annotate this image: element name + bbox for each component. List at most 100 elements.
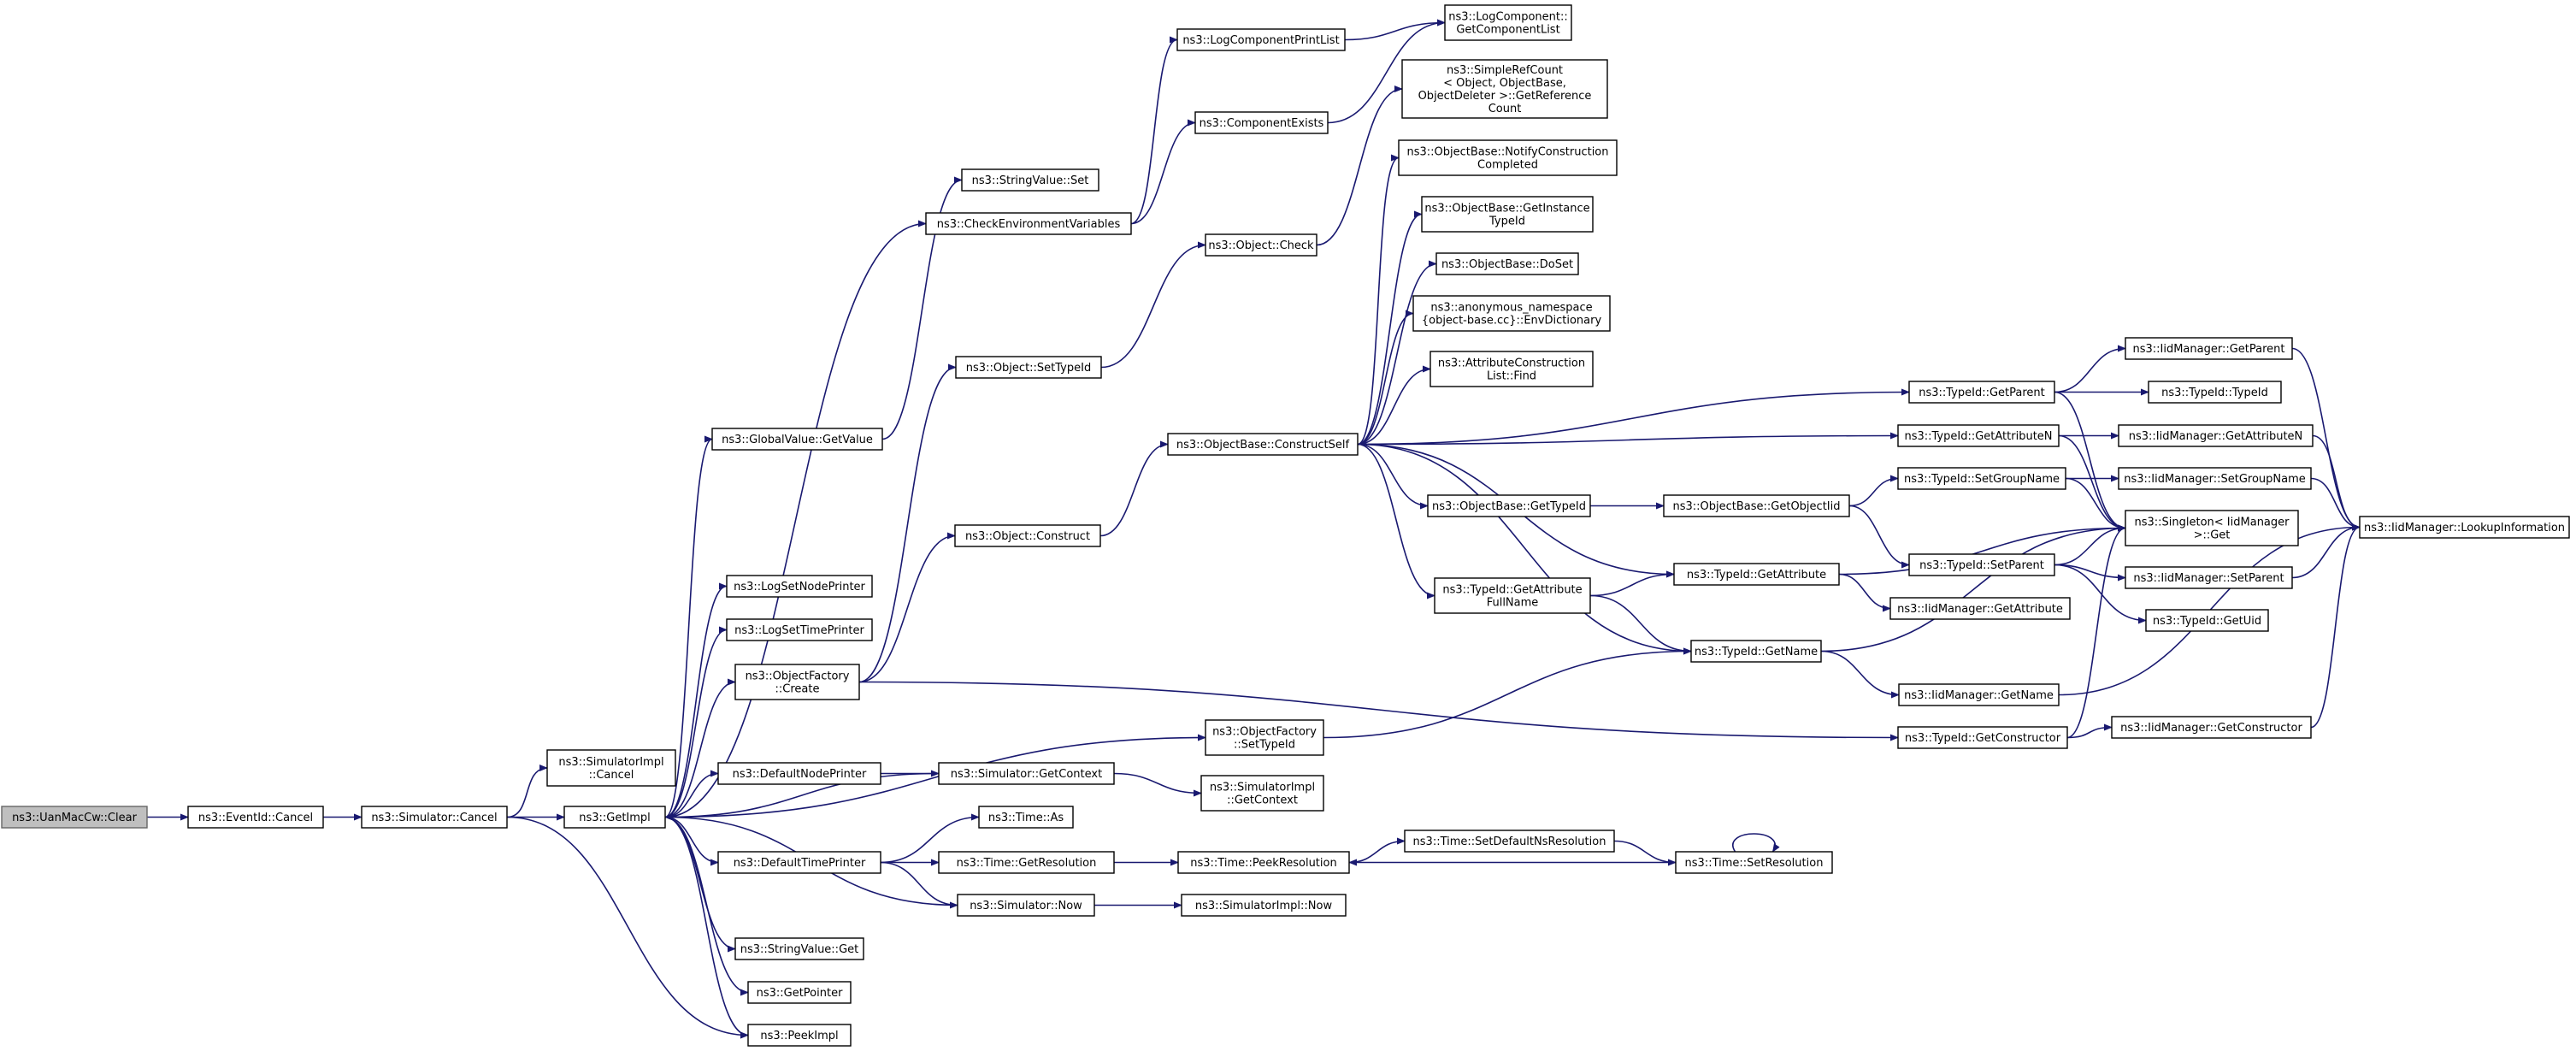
edge-sim-getcontext-to-simimpl-getcontext (1113, 772, 1202, 797)
node-box (978, 806, 1074, 829)
edge-time-setres-to-time-setres (1732, 833, 1780, 853)
node-ob-gettypeid[interactable]: ns3::ObjectBase::GetTypeId (1427, 494, 1591, 517)
node-tid-getparent[interactable]: ns3::TypeId::GetParent (1908, 381, 2055, 404)
node-box (938, 762, 1115, 785)
node-box (938, 851, 1115, 874)
edge-tid-getattrn-to-singleton-get (2058, 434, 2126, 532)
node-comp-exists[interactable]: ns3::ComponentExists (1194, 111, 1329, 134)
node-log-comp-getlist[interactable]: ns3::LogComponent::GetComponentList (1444, 4, 1572, 41)
node-time-setdefault[interactable]: ns3::Time::SetDefaultNsResolution (1404, 830, 1615, 853)
node-label: ns3::Time::SetDefaultNsResolution (1413, 835, 1606, 848)
node-iid-setgroupname[interactable]: ns3::IidManager::SetGroupName (2118, 467, 2312, 490)
node-clear[interactable]: ns3::UanMacCw::Clear (1, 806, 148, 829)
node-label: ns3::TypeId::SetGroupName (1904, 473, 2060, 486)
node-ob-notify[interactable]: ns3::ObjectBase::NotifyConstructionCompl… (1398, 139, 1618, 176)
node-simplerefcount[interactable]: ns3::SimpleRefCount< Object, ObjectBase,… (1401, 59, 1608, 119)
node-ob-getobjectiid[interactable]: ns3::ObjectBase::GetObjectIid (1663, 494, 1850, 517)
node-label: ns3::StringValue::Set (972, 174, 1089, 187)
node-iid-getparent[interactable]: ns3::IidManager::GetParent (2125, 337, 2293, 360)
node-stringvalue-get[interactable]: ns3::StringValue::Get (734, 937, 864, 960)
edge-ob-constructself-to-ob-getinstance (1357, 210, 1423, 446)
node-getimpl[interactable]: ns3::GetImpl (563, 806, 666, 829)
node-label: ns3::IidManager::GetConstructor (2120, 722, 2302, 735)
edge-ob-constructself-to-ob-notify (1357, 154, 1400, 446)
edge-tid-getattribute-to-singleton-get (1838, 524, 2126, 576)
node-label: ns3::Singleton< IidManager (2134, 517, 2290, 529)
node-box (925, 212, 1132, 235)
node-anon-envdict[interactable]: ns3::anonymous_namespace{object-base.cc}… (1412, 295, 1611, 332)
node-box (1663, 494, 1850, 517)
node-tid-setgroupname[interactable]: ns3::TypeId::SetGroupName (1897, 467, 2066, 490)
node-box (2145, 609, 2269, 632)
edge-ob-constructself-to-attr-list-find (1357, 365, 1431, 446)
node-label: ns3::TypeId::GetParent (1919, 387, 2045, 399)
edge-getimpl-to-of-settypeid (664, 734, 1206, 818)
node-obj-check[interactable]: ns3::Object::Check (1205, 233, 1317, 257)
node-simimpl-getcontext[interactable]: ns3::SimulatorImpl::GetContext (1200, 775, 1324, 812)
node-default-node-printer[interactable]: ns3::DefaultNodePrinter (717, 762, 881, 785)
node-log-set-time[interactable]: ns3::LogSetTimePrinter (726, 618, 873, 641)
node-obj-construct[interactable]: ns3::Object::Construct (954, 524, 1101, 547)
edge-getimpl-to-log-set-node (664, 582, 728, 818)
node-obj-settypeid[interactable]: ns3::Object::SetTypeId (955, 356, 1102, 379)
node-stringvalue-set[interactable]: ns3::StringValue::Set (961, 168, 1099, 192)
node-tid-typeid[interactable]: ns3::TypeId::TypeId (2148, 381, 2282, 404)
node-log-comp-printlist[interactable]: ns3::LogComponentPrintList (1176, 28, 1346, 51)
node-iid-getattrn[interactable]: ns3::IidManager::GetAttributeN (2118, 424, 2314, 447)
node-tid-getconstructor[interactable]: ns3::TypeId::GetConstructor (1897, 726, 2068, 749)
node-label: ns3::ComponentExists (1200, 117, 1324, 130)
edge-of-create-to-tid-getconstructor (858, 681, 1899, 741)
node-iid-getattribute[interactable]: ns3::IidManager::GetAttribute (1889, 597, 2071, 620)
node-sim-cancel[interactable]: ns3::Simulator::Cancel (361, 806, 508, 829)
node-of-create[interactable]: ns3::ObjectFactory::Create (734, 664, 860, 700)
node-box (717, 851, 881, 874)
node-tid-setparent[interactable]: ns3::TypeId::SetParent (1908, 553, 2055, 576)
node-box (1898, 683, 2060, 706)
node-getpointer[interactable]: ns3::GetPointer (747, 981, 852, 1004)
node-gv-getvalue[interactable]: ns3::GlobalValue::GetValue (711, 428, 883, 451)
node-iid-setparent[interactable]: ns3::IidManager::SetParent (2125, 566, 2293, 589)
node-log-set-node[interactable]: ns3::LogSetNodePrinter (726, 575, 873, 598)
node-sim-getcontext[interactable]: ns3::Simulator::GetContext (938, 762, 1115, 785)
node-peekimpl[interactable]: ns3::PeekImpl (747, 1024, 852, 1047)
node-check-env[interactable]: ns3::CheckEnvironmentVariables (925, 212, 1132, 235)
node-box (2125, 510, 2299, 546)
node-box (1675, 851, 1833, 874)
node-label: Count (1488, 103, 1522, 115)
edge-tid-getparent-to-singleton-get (2054, 391, 2126, 532)
node-simimpl-cancel[interactable]: ns3::SimulatorImpl::Cancel (546, 749, 676, 787)
edge-tid-setparent-to-tid-getuid (2054, 564, 2147, 624)
node-iid-lookup[interactable]: ns3::IidManager::LookupInformation (2359, 516, 2570, 539)
node-ob-doset[interactable]: ns3::ObjectBase::DoSet (1435, 252, 1579, 275)
node-time-as[interactable]: ns3::Time::As (978, 806, 1074, 829)
node-eventid-cancel[interactable]: ns3::EventId::Cancel (187, 806, 324, 829)
node-tid-getattrn[interactable]: ns3::TypeId::GetAttributeN (1897, 424, 2060, 447)
node-of-settypeid[interactable]: ns3::ObjectFactory::SetTypeId (1205, 719, 1324, 756)
node-box (734, 664, 860, 700)
node-label: >::Get (2194, 529, 2231, 542)
node-time-getres[interactable]: ns3::Time::GetResolution (938, 851, 1115, 874)
node-singleton-get[interactable]: ns3::Singleton< IidManager>::Get (2125, 510, 2299, 546)
node-box (546, 749, 676, 787)
node-label: ns3::CheckEnvironmentVariables (937, 218, 1121, 231)
node-default-time-printer[interactable]: ns3::DefaultTimePrinter (717, 851, 881, 874)
node-tid-getname[interactable]: ns3::TypeId::GetName (1690, 640, 1822, 663)
node-time-peekres[interactable]: ns3::Time::PeekResolution (1177, 851, 1350, 874)
node-box (563, 806, 666, 829)
node-simimpl-now[interactable]: ns3::SimulatorImpl::Now (1181, 894, 1347, 917)
node-tid-getuid[interactable]: ns3::TypeId::GetUid (2145, 609, 2269, 632)
node-ob-constructself[interactable]: ns3::ObjectBase::ConstructSelf (1167, 433, 1359, 456)
node-sim-now[interactable]: ns3::Simulator::Now (957, 894, 1095, 917)
node-iid-getconstructor[interactable]: ns3::IidManager::GetConstructor (2111, 716, 2312, 739)
node-box (1, 806, 148, 829)
node-label: ns3::LogSetTimePrinter (734, 624, 864, 637)
node-tid-getattribute[interactable]: ns3::TypeId::GetAttribute (1673, 563, 1840, 586)
node-iid-getname[interactable]: ns3::IidManager::GetName (1898, 683, 2060, 706)
node-time-setres[interactable]: ns3::Time::SetResolution (1675, 851, 1833, 874)
node-box (1908, 553, 2055, 576)
node-label: ns3::UanMacCw::Clear (12, 812, 138, 824)
